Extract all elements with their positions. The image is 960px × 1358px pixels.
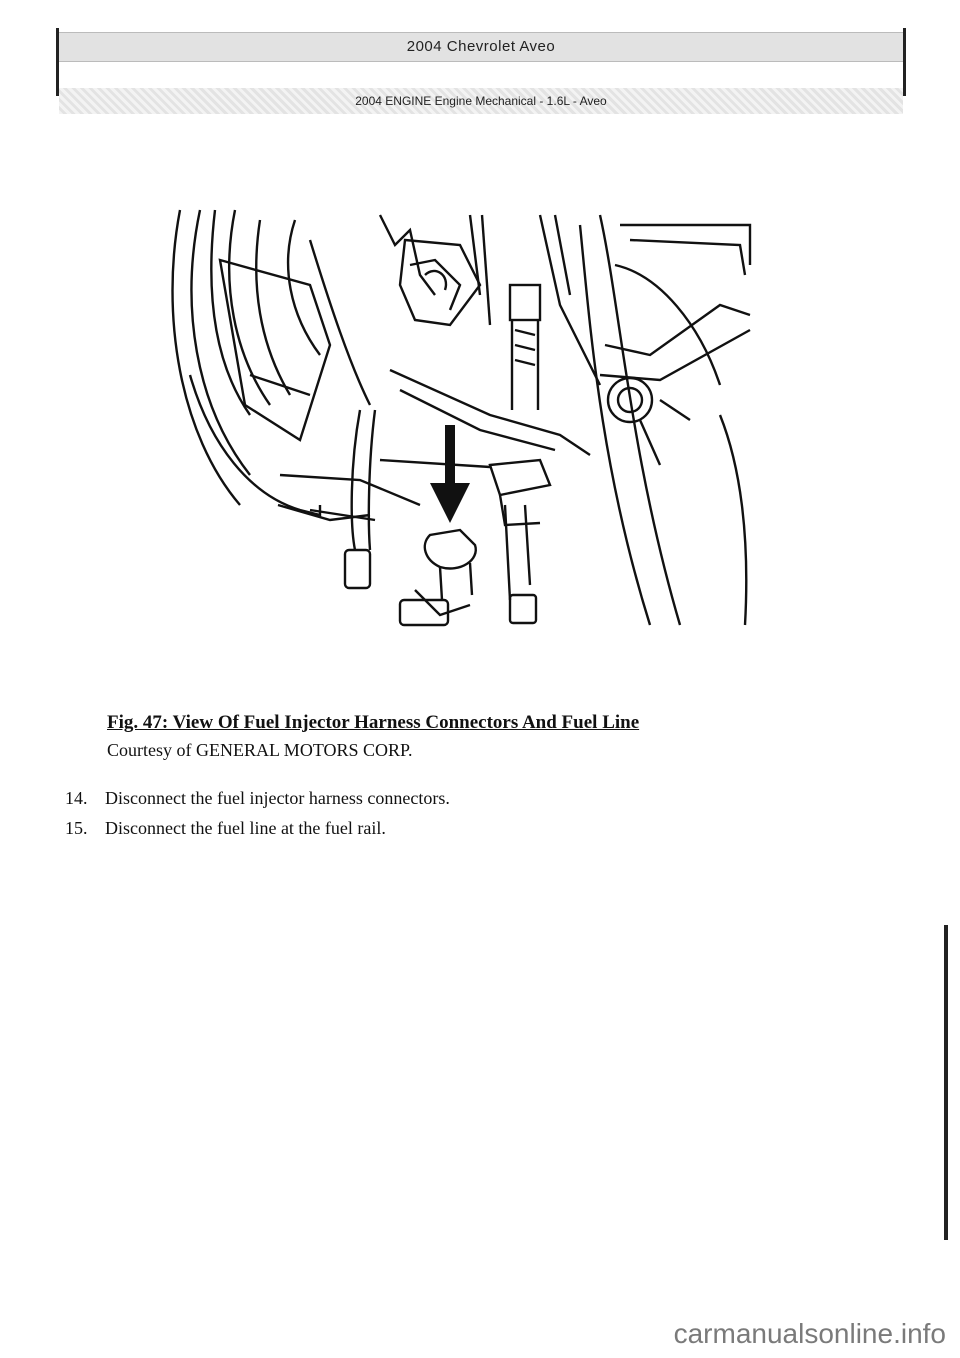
list-item: 14. Disconnect the fuel injector harness …: [65, 788, 450, 809]
page-edge-bar: [944, 925, 948, 1240]
figure-credit: Courtesy of GENERAL MOTORS CORP.: [107, 740, 413, 760]
page-header: 2004 Chevrolet Aveo 2004 ENGINE Engine M…: [56, 28, 906, 114]
document-title: 2004 Chevrolet Aveo: [59, 32, 903, 62]
step-number: 14.: [65, 788, 88, 808]
figure-caption: Fig. 47: View Of Fuel Injector Harness C…: [107, 712, 640, 733]
step-text: Disconnect the fuel line at the fuel rai…: [105, 818, 386, 838]
watermark: carmanualsonline.info: [673, 1318, 946, 1349]
step-text: Disconnect the fuel injector harness con…: [105, 788, 450, 808]
step-number: 15.: [65, 818, 88, 838]
list-item: 15. Disconnect the fuel line at the fuel …: [65, 818, 386, 839]
engine-illustration: [171, 209, 752, 627]
document-subtitle: 2004 ENGINE Engine Mechanical - 1.6L - A…: [59, 88, 903, 114]
